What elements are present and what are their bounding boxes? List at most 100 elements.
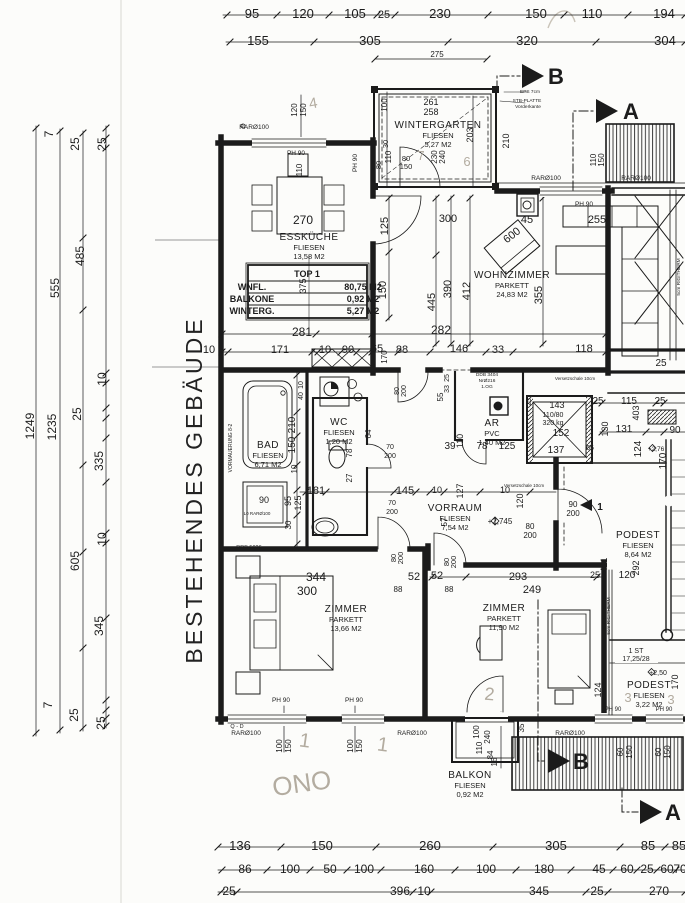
dim-label: 1 ST bbox=[629, 648, 645, 655]
dim-label: 25 bbox=[94, 716, 108, 730]
armchair bbox=[483, 219, 541, 275]
table-value: 80,75 M2 bbox=[344, 282, 382, 292]
dim-label: 150 bbox=[284, 739, 293, 753]
table-value: 5,27 M2 bbox=[347, 306, 380, 316]
x-hatch-strip bbox=[311, 348, 373, 368]
exterior-stairs-hatch bbox=[511, 736, 684, 791]
stair-treads bbox=[671, 459, 685, 631]
dim-label: 170 bbox=[670, 674, 680, 689]
dim-label: 110 bbox=[295, 163, 304, 176]
dim-label: 10 bbox=[298, 381, 305, 389]
bathtub bbox=[242, 380, 293, 469]
room-area-zimmer2: 11,90 M2 bbox=[489, 623, 520, 632]
handwriting: 2 bbox=[484, 684, 496, 705]
fixtures: 90 bbox=[242, 376, 363, 537]
dim-label: 275 bbox=[430, 50, 444, 59]
dim-label: 70 bbox=[673, 862, 685, 876]
dim-label: 120 bbox=[619, 570, 636, 581]
dim-label: 100 bbox=[354, 862, 374, 876]
drain-symbol bbox=[240, 123, 246, 129]
shower bbox=[242, 481, 288, 528]
room-floor-wintergarten: FLIESEN bbox=[422, 131, 453, 140]
dim-label: 105 bbox=[344, 6, 366, 21]
dim-label: 60 bbox=[660, 862, 674, 876]
table-value: 0,92 M2 bbox=[347, 294, 380, 304]
dim-label: Vorderkante bbox=[515, 104, 541, 110]
section-marker-b: B bbox=[548, 64, 564, 89]
room-area-ar: 1,40 M2 bbox=[478, 438, 505, 447]
dim-label: 118 bbox=[575, 343, 593, 355]
section-marker-a: A bbox=[623, 99, 639, 124]
dim-label: 230 bbox=[430, 150, 439, 164]
dim-label: PH 90 bbox=[287, 150, 305, 157]
dim-label: RARØ100 bbox=[239, 124, 269, 131]
dim-label: 281 bbox=[292, 325, 312, 339]
dim-label: 110 bbox=[384, 150, 393, 163]
dim-label: 88 bbox=[396, 344, 408, 356]
washing-machine bbox=[319, 376, 350, 407]
room-label-wintergarten: WINTERGARTEN bbox=[395, 120, 482, 131]
dim-label: 90 bbox=[259, 495, 269, 505]
doors bbox=[366, 146, 603, 713]
level-marks bbox=[490, 91, 657, 677]
dim-label: 10 bbox=[500, 485, 510, 495]
dim-label: 100 bbox=[476, 862, 496, 876]
room-label-ar: AR bbox=[485, 418, 500, 429]
handwriting: 4 bbox=[308, 94, 319, 112]
dim-label: 1235 bbox=[45, 413, 59, 440]
room-label-esskueche: ESSKÜCHE bbox=[279, 231, 338, 243]
dim-label: 78 bbox=[476, 441, 488, 452]
dim-label: 396 bbox=[390, 884, 410, 898]
nightstand bbox=[235, 671, 261, 695]
dim-label: 25 bbox=[526, 398, 533, 406]
dim-label: 33 bbox=[444, 385, 451, 393]
dim-label: 600 bbox=[501, 225, 523, 246]
chair bbox=[251, 184, 273, 206]
dim-label: 390 bbox=[442, 280, 454, 298]
dim-label: 30 bbox=[381, 140, 390, 148]
dim-label: 78 bbox=[345, 448, 354, 457]
sofa-top bbox=[562, 205, 659, 228]
dim-label: 25 bbox=[444, 374, 451, 382]
insulation-strips bbox=[608, 189, 677, 716]
door-entrance bbox=[557, 488, 603, 534]
dim-label: 485 bbox=[73, 246, 87, 266]
dim-label: 7 bbox=[41, 701, 55, 708]
dim-label: PH 90 bbox=[272, 697, 290, 704]
dim-label: Q - D bbox=[230, 724, 243, 730]
handwriting: 7 bbox=[417, 148, 424, 163]
dim-label: 60 bbox=[616, 747, 625, 756]
dim-label: 200 bbox=[396, 552, 405, 565]
dim-label: 150 bbox=[663, 745, 672, 759]
door-bad bbox=[397, 369, 429, 403]
room-label-bad: BAD bbox=[257, 440, 279, 451]
dim-label: 150 bbox=[355, 739, 364, 753]
dim-label: 304 bbox=[654, 33, 676, 48]
dim-label: 80 bbox=[374, 161, 383, 169]
section-arrow-b bbox=[522, 64, 544, 88]
dim-label: 5cm RIGITHERM bbox=[606, 597, 612, 634]
dim-label: 210 bbox=[287, 416, 298, 433]
dim-label: 52 bbox=[408, 571, 420, 583]
dim-label: 240 bbox=[483, 730, 492, 744]
handwriting: 1 bbox=[298, 729, 312, 752]
dim-label: 88 bbox=[394, 585, 403, 594]
dim-label: 25 bbox=[222, 884, 236, 898]
dim-label: 136 bbox=[229, 838, 251, 853]
nightstand bbox=[235, 555, 261, 579]
dim-label: 255 bbox=[588, 214, 606, 226]
dim-label: 110 bbox=[475, 741, 484, 754]
dim-label: 150 bbox=[625, 745, 634, 759]
step-box bbox=[615, 646, 658, 663]
dim-label: DDB 5026 bbox=[236, 545, 261, 551]
dim-label: +2,50 bbox=[649, 670, 667, 677]
washbasin bbox=[311, 517, 339, 537]
dim-label: 124 bbox=[593, 682, 603, 697]
dim-label: 25 bbox=[378, 9, 390, 21]
room-label-wc: WC bbox=[330, 417, 348, 428]
dim-label: 375 bbox=[298, 278, 308, 293]
sofa-right bbox=[621, 226, 659, 357]
table-label: WNFL. bbox=[238, 282, 267, 292]
dim-label: 35 bbox=[517, 723, 526, 732]
dim-label: 60 bbox=[654, 747, 663, 756]
